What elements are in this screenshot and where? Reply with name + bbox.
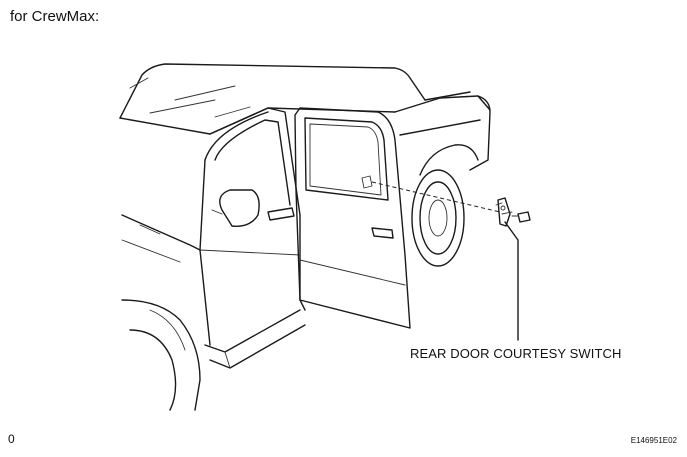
front-door — [199, 107, 306, 346]
side-mirror — [211, 189, 260, 227]
running-board — [204, 309, 306, 369]
callout-leader — [504, 221, 519, 341]
front-door-handle — [267, 207, 295, 221]
front-wheel — [121, 214, 201, 411]
courtesy-switch-part — [495, 197, 531, 227]
diagram-title: for CrewMax: — [10, 8, 100, 25]
open-rear-door — [294, 107, 411, 329]
alignment-leader — [371, 181, 501, 213]
page-mark: 0 — [8, 432, 15, 446]
rear-wheel — [411, 169, 465, 267]
figure-id: E146951E02 — [630, 436, 677, 445]
callout-label: REAR DOOR COURTESY SWITCH — [410, 346, 622, 361]
roof-outline — [119, 63, 426, 135]
truck-bed — [394, 91, 491, 176]
